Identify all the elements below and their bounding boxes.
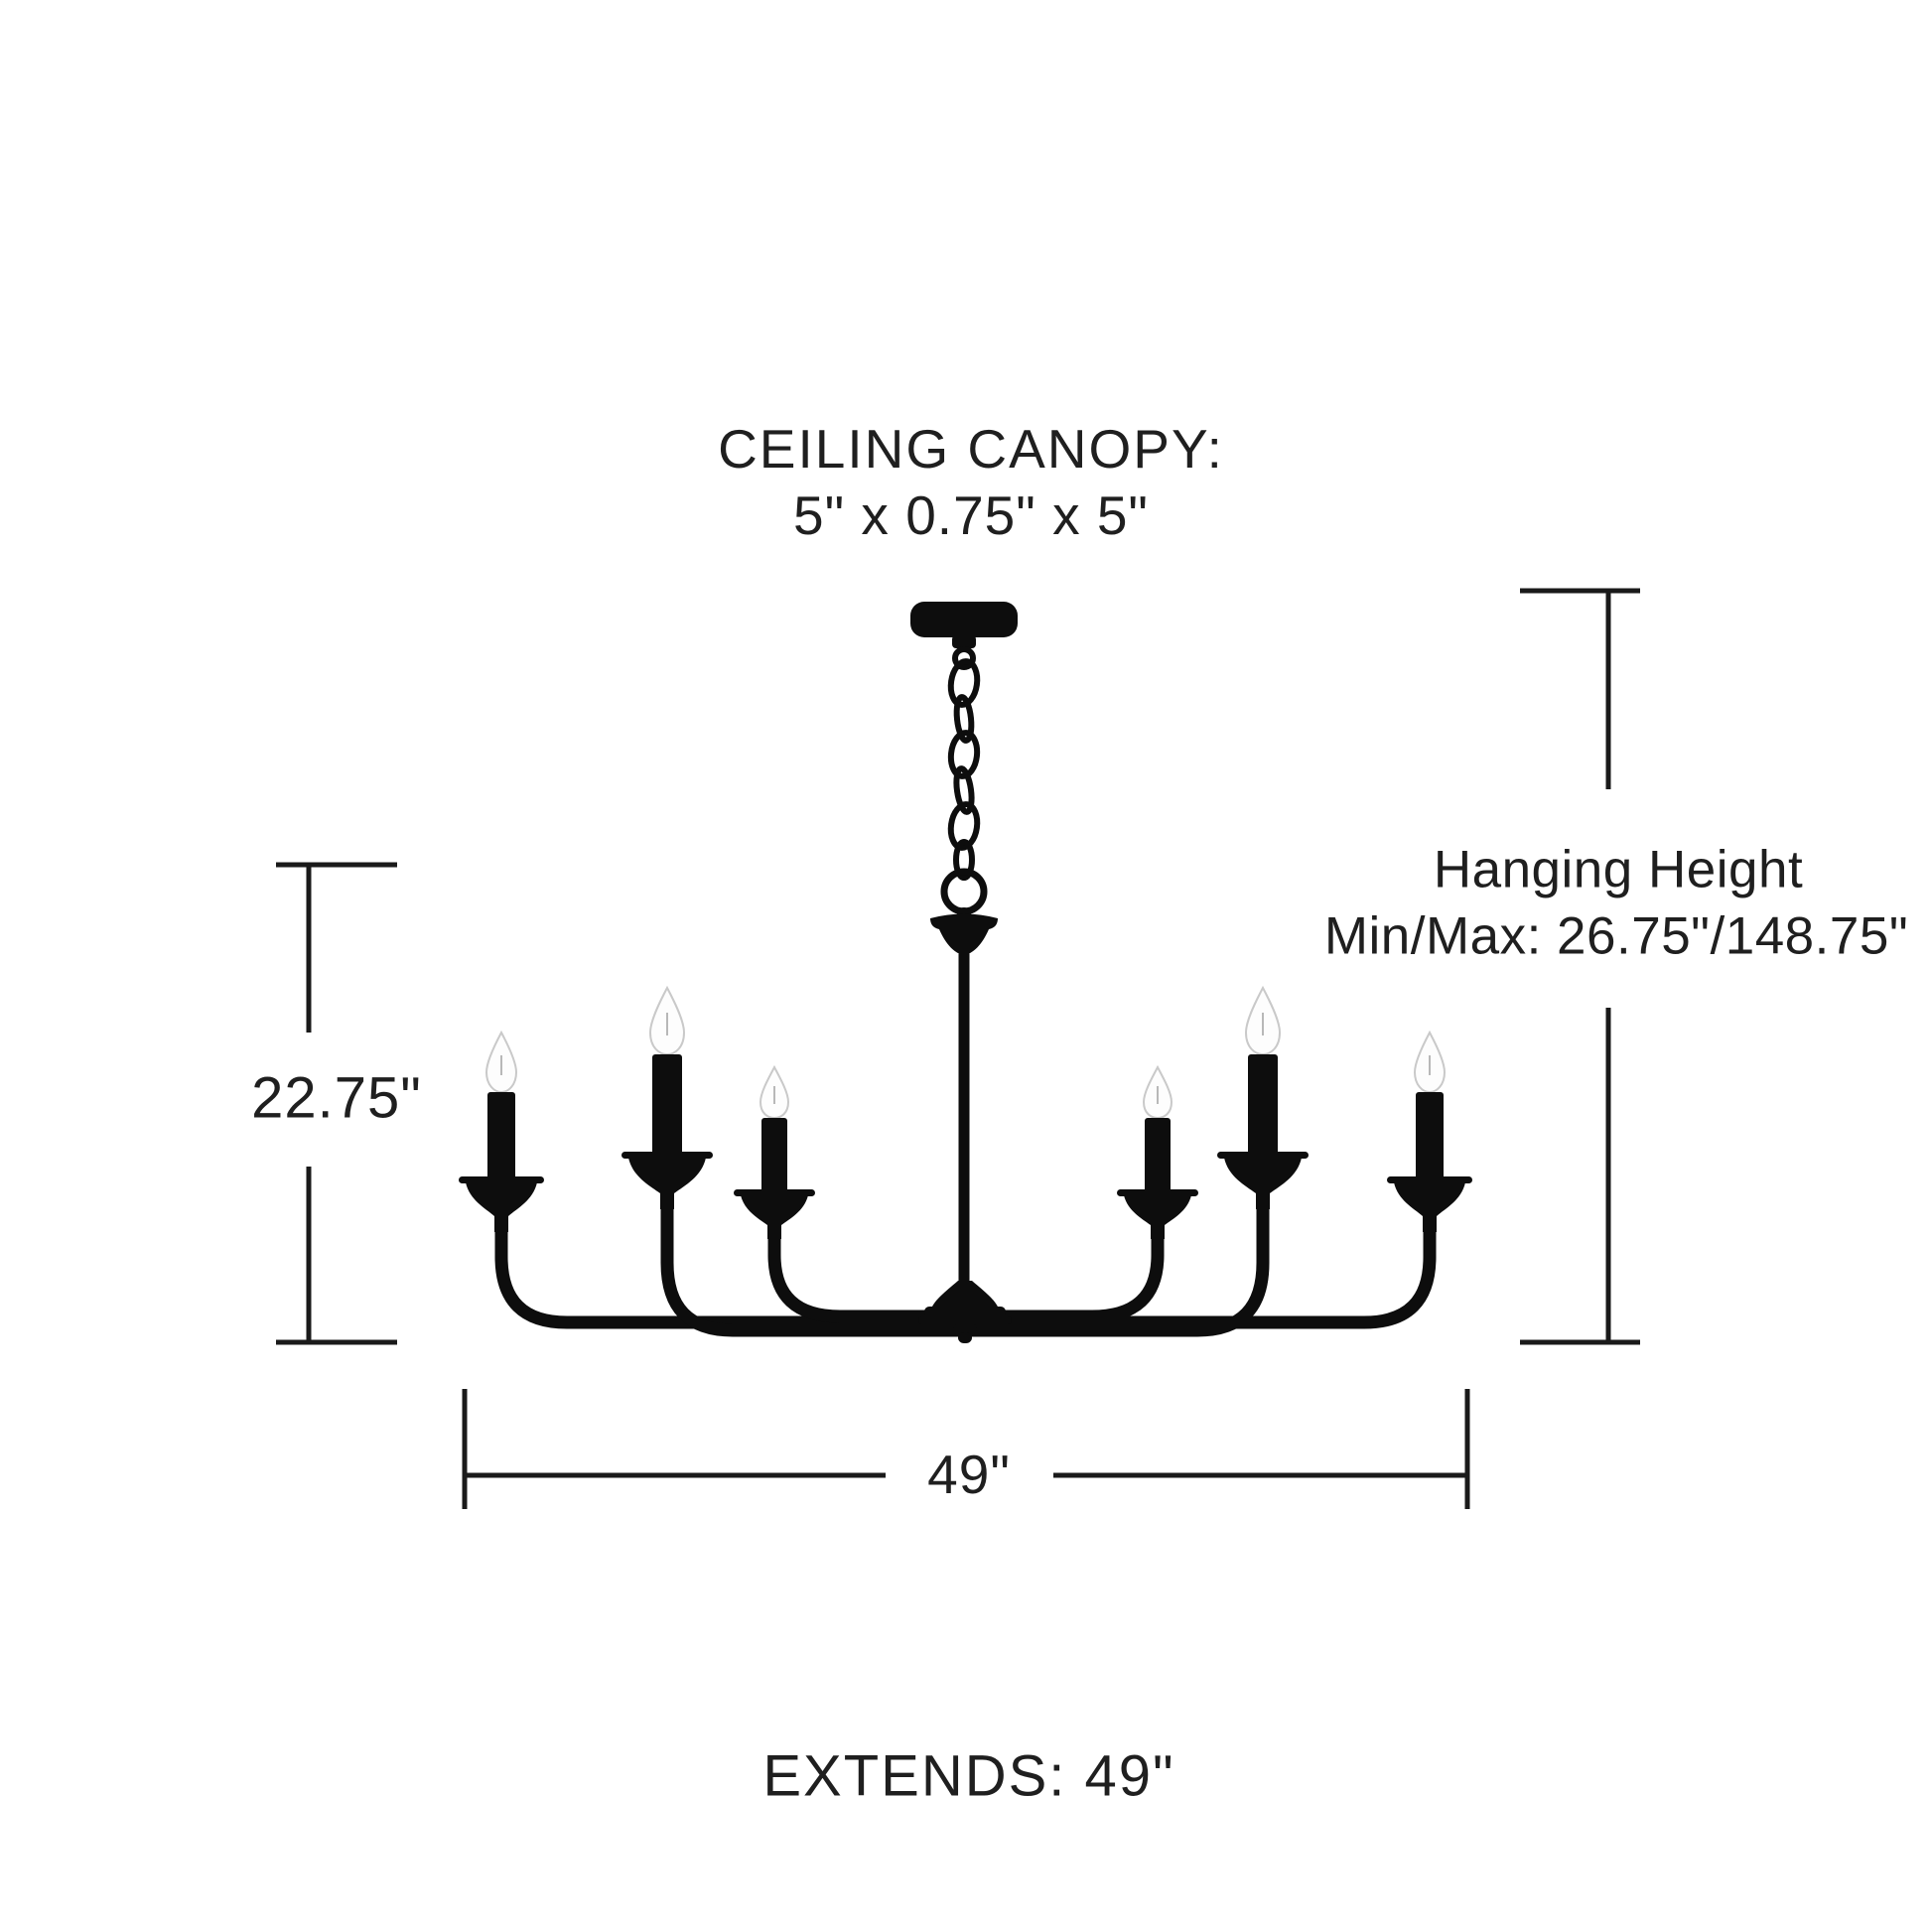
hub-knob xyxy=(953,1324,977,1334)
ceiling-canopy xyxy=(910,602,1018,637)
bobeche xyxy=(1117,1189,1198,1196)
arm-4 xyxy=(964,1228,1165,1323)
candle-3 xyxy=(734,1064,815,1239)
chain-link xyxy=(947,730,981,779)
height-dimension-left xyxy=(276,862,397,1345)
fixture-height-label: 22.75" xyxy=(251,1065,422,1131)
candle-1 xyxy=(459,1030,544,1232)
arm-5 xyxy=(964,1198,1270,1337)
hub-disc xyxy=(924,1307,1006,1318)
chain-link xyxy=(953,839,975,881)
candle-sleeve xyxy=(1416,1092,1444,1183)
bobeche xyxy=(459,1176,544,1183)
candle-6 xyxy=(1387,1030,1472,1232)
bobeche xyxy=(734,1189,815,1196)
arm-2 xyxy=(660,1198,966,1337)
trumpet-cup xyxy=(1394,1182,1465,1232)
arm-6 xyxy=(964,1221,1437,1329)
hanging-height-label-line1: Hanging Height xyxy=(1433,840,1804,899)
candle-sleeve xyxy=(1145,1118,1171,1195)
hub-disc-lower xyxy=(918,1316,1012,1324)
candle-5 xyxy=(1217,985,1309,1209)
bobeche xyxy=(1387,1176,1472,1183)
candle-sleeve xyxy=(487,1092,515,1183)
arm-1 xyxy=(494,1221,966,1329)
dimension-lines xyxy=(276,588,1640,1509)
candle-sleeve xyxy=(761,1118,787,1195)
hanging-height-label-line2: Min/Max: 26.75"/148.75" xyxy=(1323,906,1909,966)
hub-nub xyxy=(958,1332,972,1343)
ceiling-canopy-label-line2: 5" x 0.75" x 5" xyxy=(793,484,1149,546)
candle-2 xyxy=(621,985,713,1209)
arms xyxy=(494,1198,1437,1337)
upper-finial xyxy=(930,913,998,953)
chain-link xyxy=(953,765,975,815)
arm-3 xyxy=(767,1228,966,1323)
chain-link xyxy=(953,694,975,744)
candle-4 xyxy=(1117,1064,1198,1239)
hanging-chain xyxy=(947,658,981,881)
trumpet-cup xyxy=(741,1195,808,1239)
hub-cone xyxy=(931,1281,999,1309)
fixture-width-label: 49" xyxy=(927,1444,1011,1505)
ceiling-canopy-label-line1: CEILING CANOPY: xyxy=(718,418,1224,480)
width-dimension-bottom xyxy=(462,1389,1470,1509)
extends-label: EXTENDS: 49" xyxy=(762,1743,1175,1809)
center-stem xyxy=(958,949,970,1283)
trumpet-cup xyxy=(466,1182,537,1232)
bobeche xyxy=(621,1152,713,1159)
chain-link xyxy=(947,658,981,708)
trumpet-cup xyxy=(1224,1158,1302,1209)
canopy-hook xyxy=(952,646,976,670)
candle-sleeve xyxy=(652,1054,682,1158)
trumpet-cup xyxy=(628,1158,706,1209)
canopy-collar xyxy=(952,635,976,648)
trumpet-cup xyxy=(1124,1195,1191,1239)
bobeche xyxy=(1217,1152,1309,1159)
hanging-height-dimension-right xyxy=(1520,588,1640,1345)
chandelier xyxy=(459,602,1472,1343)
candle-sleeve xyxy=(1248,1054,1278,1158)
